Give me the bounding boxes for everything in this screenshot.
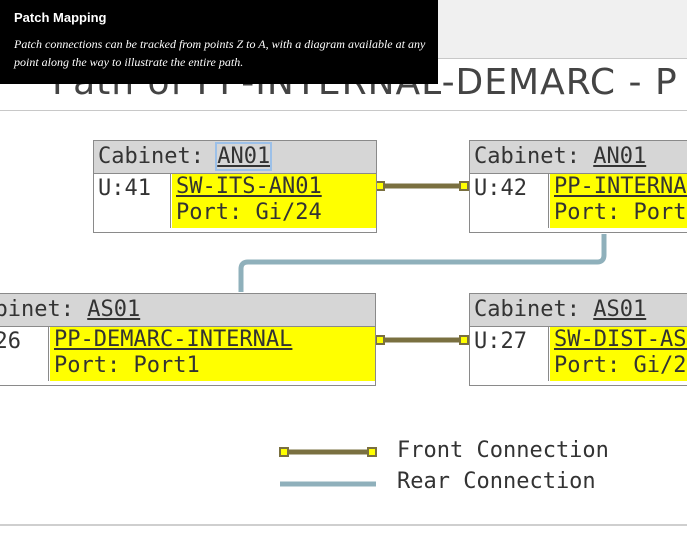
u-slot: U:26 xyxy=(0,327,49,381)
device-pp-demarc-internal: Cabinet: AS01 U:26 PP-DEMARC-INTERNAL Po… xyxy=(0,293,376,386)
u-slot: U:42 xyxy=(470,174,549,228)
device-link[interactable]: SW-ITS-AN01 xyxy=(176,174,322,199)
cabinet-label: Cabinet: xyxy=(474,297,594,322)
cabinet-header: Cabinet: AN01 xyxy=(470,141,687,174)
device-pp-internal-demarc: Cabinet: AN01 U:42 PP-INTERNAL-DEMARC Po… xyxy=(469,140,687,233)
device-link[interactable]: PP-INTERNAL-DEMARC xyxy=(554,174,687,199)
device-sw-its-an01: Cabinet: AN01 U:41 SW-ITS-AN01 Port: Gi/… xyxy=(93,140,377,233)
legend-front-label: Front Connection xyxy=(397,438,609,463)
port-label: Port: Gi/24 xyxy=(554,353,687,378)
device-clip-left: Cabinet: AS01 U:26 PP-DEMARC-INTERNAL Po… xyxy=(0,293,376,386)
device-info: PP-INTERNAL-DEMARC Port: Port1 xyxy=(550,174,687,228)
tooltip-body: Patch connections can be tracked from po… xyxy=(14,37,426,69)
patch-mapping-tooltip: Patch Mapping Patch connections can be t… xyxy=(0,0,438,84)
cabinet-label: Cabinet: xyxy=(98,144,218,169)
front-connection-end-icon xyxy=(459,335,469,345)
tooltip-title: Patch Mapping xyxy=(14,10,107,25)
cabinet-link[interactable]: AN01 xyxy=(593,144,647,169)
port-label: Port: Port1 xyxy=(54,353,200,378)
device-info: SW-ITS-AN01 Port: Gi/24 xyxy=(172,174,376,228)
device-clip-right-2: Cabinet: AS01 U:27 SW-DIST-AS01 Port: Gi… xyxy=(469,293,687,386)
cabinet-header: Cabinet: AS01 xyxy=(470,294,687,327)
cabinet-header: Cabinet: AN01 xyxy=(94,141,376,174)
front-connection-end-icon xyxy=(375,335,385,345)
cabinet-link[interactable]: AS01 xyxy=(593,297,647,322)
cabinet-label: Cabinet: xyxy=(0,297,74,322)
bottom-divider xyxy=(0,524,687,526)
rear-connection-line xyxy=(238,234,607,292)
device-link[interactable]: SW-DIST-AS01 xyxy=(554,327,687,352)
cabinet-link[interactable]: AN01 xyxy=(215,142,273,171)
front-connection-end-icon xyxy=(459,181,469,191)
device-info: PP-DEMARC-INTERNAL Port: Port1 xyxy=(50,327,375,381)
device-sw-dist-as01: Cabinet: AS01 U:27 SW-DIST-AS01 Port: Gi… xyxy=(469,293,687,386)
legend-front-end-icon xyxy=(367,447,377,457)
cabinet-header: Cabinet: AS01 xyxy=(0,294,375,327)
cabinet-link[interactable]: AS01 xyxy=(87,297,141,322)
port-label: Port: Gi/24 xyxy=(176,200,322,225)
legend-front-end-icon xyxy=(279,447,289,457)
legend-rear-label: Rear Connection xyxy=(397,469,596,494)
u-slot: U:41 xyxy=(94,174,171,228)
port-label: Port: Port1 xyxy=(554,200,687,225)
cabinet-label: Cabinet: xyxy=(474,144,594,169)
front-connection-end-icon xyxy=(375,181,385,191)
u-slot: U:27 xyxy=(470,327,549,381)
device-link[interactable]: PP-DEMARC-INTERNAL xyxy=(54,327,293,352)
title-divider xyxy=(0,110,687,111)
device-info: SW-DIST-AS01 Port: Gi/24 xyxy=(550,327,687,381)
device-clip-right-1: Cabinet: AN01 U:42 PP-INTERNAL-DEMARC Po… xyxy=(469,140,687,233)
